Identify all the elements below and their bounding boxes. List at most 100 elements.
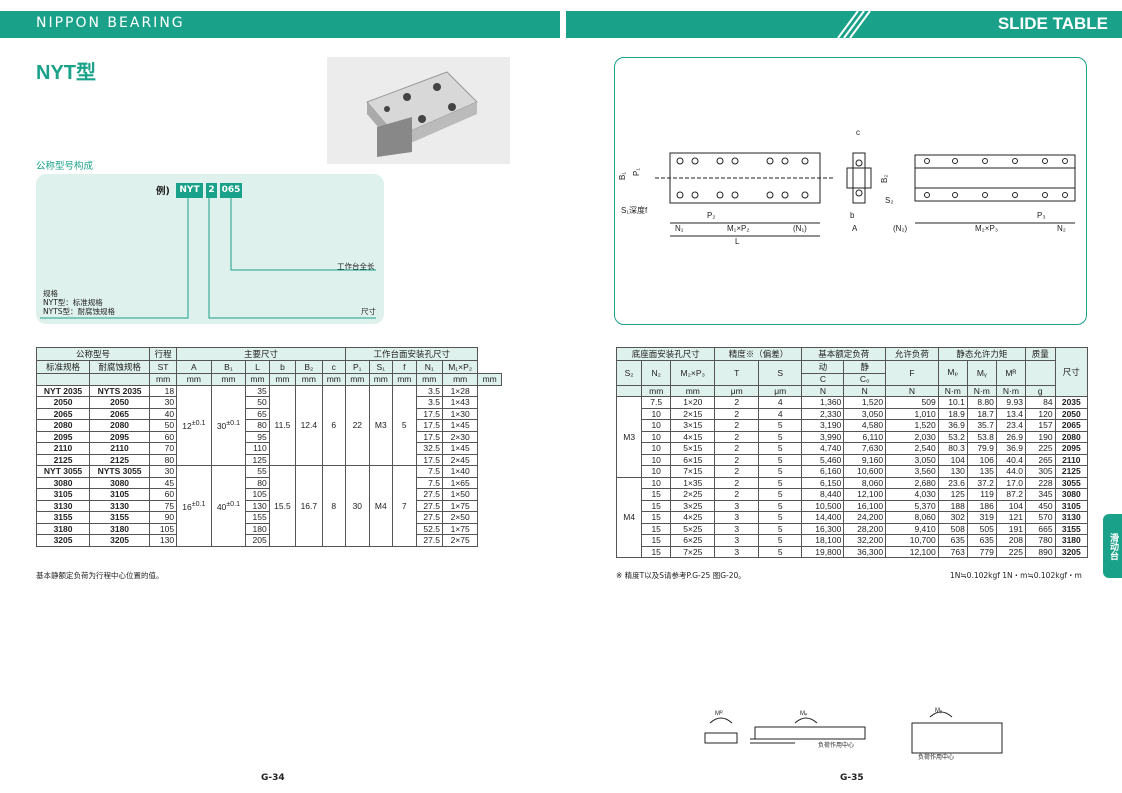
cell: 5	[757, 511, 803, 524]
th-my: Mᵧ	[966, 360, 997, 386]
cell: 3155	[1054, 522, 1089, 535]
code-box	[36, 174, 384, 324]
dim-m1p2: 1×30	[441, 407, 479, 420]
cell: 9.93	[995, 396, 1026, 409]
model-corrosion: 3155	[89, 511, 151, 524]
cell: 780	[1024, 534, 1056, 547]
cell: 5	[757, 522, 803, 535]
cell: 508	[937, 522, 968, 535]
th-p1: P₁	[345, 360, 370, 374]
cell: 450	[1024, 499, 1056, 512]
dim-m1p2: 2×30	[441, 430, 479, 443]
model-corrosion: 3205	[89, 534, 151, 547]
th-n1: N₁	[415, 360, 443, 374]
dim-p1: 30	[345, 465, 370, 547]
cell: 6,150	[801, 476, 845, 489]
stroke: 50	[149, 419, 178, 432]
cell: 10	[641, 407, 672, 420]
cell: 2,030	[885, 430, 939, 443]
cell: 10	[641, 419, 672, 432]
size-label: 尺寸	[361, 307, 376, 316]
svg-text:M₂×P₃: M₂×P₃	[975, 224, 998, 233]
stroke: 45	[149, 476, 178, 489]
cell: 5	[757, 534, 803, 547]
unit: μm	[714, 384, 759, 397]
cell: 6,110	[843, 430, 887, 443]
cell: 8,060	[843, 476, 887, 489]
cell: 157	[1024, 419, 1056, 432]
cell: 40.4	[995, 453, 1026, 466]
cell: 208	[995, 534, 1026, 547]
cell: 186	[966, 499, 997, 512]
cell: 119	[966, 488, 997, 501]
unit: mm	[345, 373, 370, 386]
cell: 4,740	[801, 442, 845, 455]
model-standard: 3205	[35, 534, 91, 547]
cell: 79.9	[966, 442, 997, 455]
model-corrosion: NYTS 3055	[89, 465, 151, 478]
dim-l: 80	[245, 476, 270, 489]
svg-text:B₁: B₁	[618, 172, 627, 180]
th-mass: 质量	[1024, 347, 1056, 361]
model-corrosion: 2110	[89, 442, 151, 455]
dim-c: 8	[321, 465, 347, 547]
unit: mm	[176, 373, 212, 386]
cell: 3055	[1054, 476, 1089, 489]
cell: 5	[757, 488, 803, 501]
model-corrosion: 2080	[89, 419, 151, 432]
cell: 5	[757, 499, 803, 512]
cell: 12,100	[843, 488, 887, 501]
th-static: 静	[843, 360, 887, 374]
model-corrosion: 2050	[89, 396, 151, 409]
cell: 763	[937, 545, 968, 558]
svg-text:(N₂): (N₂)	[893, 224, 908, 233]
th-b: b	[268, 360, 297, 374]
th-l: L	[245, 360, 270, 374]
th-size: 尺寸	[1054, 347, 1089, 397]
th-s2: S₂	[615, 360, 643, 386]
cell: 15	[641, 545, 672, 558]
dim-m1p2: 1×40	[441, 465, 479, 478]
dim-n1: 17.5	[415, 430, 443, 443]
cell: 87.2	[995, 488, 1026, 501]
model-corrosion: 3130	[89, 499, 151, 512]
dim-b2: 12.4	[295, 384, 323, 466]
cell: 18,100	[801, 534, 845, 547]
cell: 15	[641, 488, 672, 501]
section-tab[interactable]: 滑动台	[1103, 514, 1122, 578]
dim-a: 16±0.1	[176, 465, 212, 547]
cell: 305	[1024, 465, 1056, 478]
dim-f: 5	[392, 384, 417, 466]
cell: 7.5	[641, 396, 672, 409]
dim-m1p2: 1×28	[441, 384, 479, 397]
cell: 125	[937, 488, 968, 501]
cell: 10,600	[843, 465, 887, 478]
moment-r-label: Mᴿ	[715, 710, 723, 717]
th-model: 公称型号	[35, 347, 151, 361]
header-title: SLIDE TABLE	[997, 14, 1108, 33]
cell: 32,200	[843, 534, 887, 547]
model-corrosion: 3080	[89, 476, 151, 489]
stroke: 60	[149, 430, 178, 443]
th-moment: 静态允许力矩	[937, 347, 1026, 361]
spec-line-3: NYTS型：耐腐蚀规格	[43, 307, 116, 316]
cell: 4	[757, 407, 803, 420]
cell: 9,160	[843, 453, 887, 466]
unit: μm	[757, 384, 803, 397]
cell: 135	[966, 465, 997, 478]
cell: 191	[995, 522, 1026, 535]
spec-line-2: NYT型：标准规格	[43, 298, 103, 307]
th-n2: N₂	[641, 360, 672, 386]
cell: 5	[757, 476, 803, 489]
cell: 3205	[1054, 545, 1089, 558]
example-label: 例)	[156, 186, 170, 197]
unit: mm	[641, 384, 672, 397]
cell: 2080	[1054, 430, 1089, 443]
cell: 10,500	[801, 499, 845, 512]
model-standard: NYT 3055	[35, 465, 91, 478]
